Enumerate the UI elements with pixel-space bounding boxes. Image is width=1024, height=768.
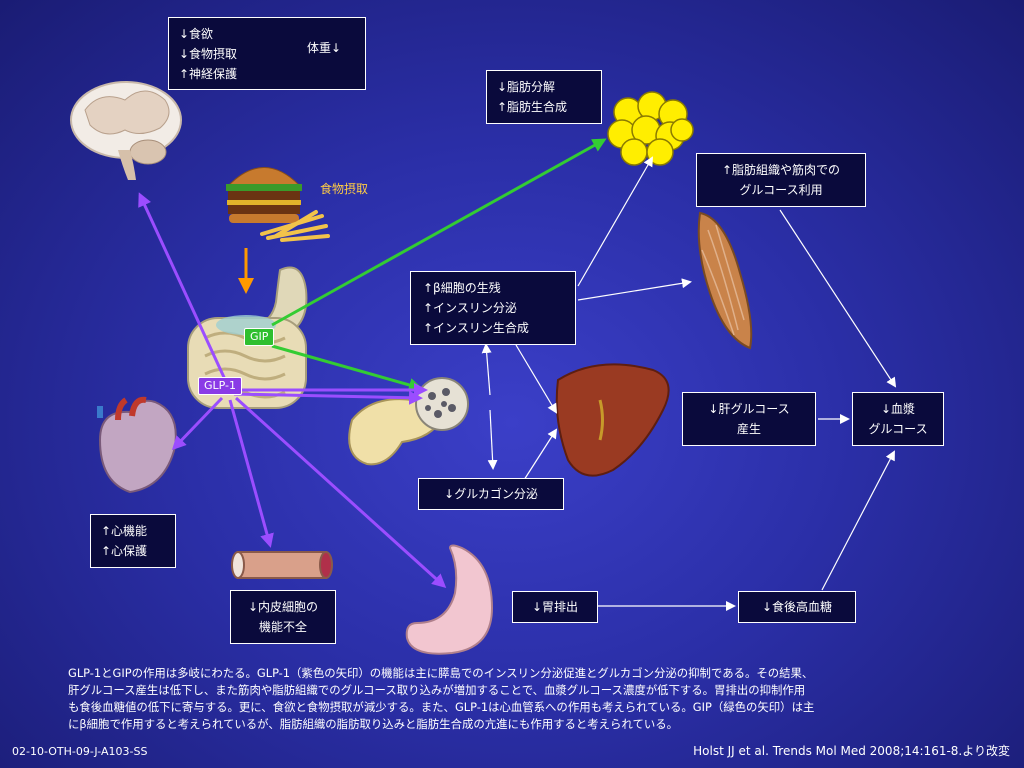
beta-cell-line-2: ↑インスリン分泌 xyxy=(423,301,517,315)
caption-line-3: も食後血糖値の低下に寄与する。更に、食欲と食物摂取が減少する。また、GLP-1は… xyxy=(68,700,815,714)
stomach-illustration xyxy=(405,544,494,655)
gastric-emptying-box: ↓胃排出 xyxy=(512,591,598,623)
cardiac-line-2: ↑心保護 xyxy=(101,544,148,558)
brain-illustration xyxy=(70,81,182,180)
lipolysis-line-1: ↓脂肪分解 xyxy=(497,80,556,94)
glucagon-text: ↓グルカゴン分泌 xyxy=(444,487,538,501)
reference: Holst JJ et al. Trends Mol Med 2008;14:1… xyxy=(693,744,1010,758)
glucagon-box: ↓グルカゴン分泌 xyxy=(418,478,564,510)
hepatic-glucose-box: ↓肝グルコース 産生 xyxy=(682,392,816,446)
caption-line-1: GLP-1とGIPの作用は多岐にわたる。GLP-1（紫色の矢印）の機能は主に膵島… xyxy=(68,666,814,680)
pancreas-illustration xyxy=(348,377,469,466)
appetite-line-1: ↓食欲 xyxy=(179,27,214,41)
caption-line-2: 肝グルコース産生は低下し、また筋肉や脂肪組織でのグルコース取り込みが増加すること… xyxy=(68,683,806,697)
glucose-utilization-box: ↑脂肪組織や筋肉での グルコース利用 xyxy=(696,153,866,207)
beta-cell-line-1: ↑β細胞の生残 xyxy=(423,281,501,295)
blood-vessel-illustration xyxy=(231,551,333,579)
plasma-glucose-box: ↓血漿 グルコース xyxy=(852,392,944,446)
heart-illustration xyxy=(97,396,177,494)
gip-tag: GIP xyxy=(244,328,275,346)
appetite-line-3: ↑神経保護 xyxy=(179,67,238,81)
weight-result: 体重↓ xyxy=(307,41,342,55)
fat-cells-illustration xyxy=(607,91,694,166)
endothelial-line-2: 機能不全 xyxy=(258,620,307,634)
endothelial-line-1: ↓内皮細胞の xyxy=(247,600,319,614)
lipolysis-line-2: ↑脂肪生合成 xyxy=(497,100,568,114)
liver-illustration xyxy=(555,363,670,477)
postprandial-box: ↓食後高血糖 xyxy=(738,591,856,623)
caption: GLP-1とGIPの作用は多岐にわたる。GLP-1（紫色の矢印）の機能は主に膵島… xyxy=(68,665,948,733)
glp1-tag: GLP-1 xyxy=(198,377,243,395)
muscle-illustration xyxy=(697,211,753,350)
cardiac-line-1: ↑心機能 xyxy=(101,524,148,538)
caption-line-4: にβ細胞で作用すると考えられているが、脂肪組織の脂肪取り込みと脂肪生合成の亢進に… xyxy=(68,717,679,731)
endothelial-box: ↓内皮細胞の 機能不全 xyxy=(230,590,336,644)
food-intake-label: 食物摂取 xyxy=(320,182,369,196)
plasma-glucose-line-1: ↓血漿 xyxy=(880,402,916,416)
beta-cell-box: ↑β細胞の生残 ↑インスリン分泌 ↑インスリン生合成 xyxy=(410,271,576,345)
cardiac-box: ↑心機能 ↑心保護 xyxy=(90,514,176,568)
food-illustration xyxy=(226,167,330,242)
postprandial-text: ↓食後高血糖 xyxy=(761,600,833,614)
lipolysis-box: ↓脂肪分解 ↑脂肪生合成 xyxy=(486,70,602,124)
slide-code: 02-10-OTH-09-J-A103-SS xyxy=(12,745,148,758)
gastric-emptying-text: ↓胃排出 xyxy=(531,600,579,614)
beta-cell-line-3: ↑インスリン生合成 xyxy=(423,321,529,335)
glucose-utilization-line-2: グルコース利用 xyxy=(739,183,823,197)
hepatic-glucose-line-2: 産生 xyxy=(736,422,761,436)
hepatic-glucose-line-1: ↓肝グルコース xyxy=(708,402,790,416)
appetite-line-2: ↓食物摂取 xyxy=(179,47,238,61)
glucose-utilization-line-1: ↑脂肪組織や筋肉での xyxy=(721,163,841,177)
appetite-box: ↓食欲 ↓食物摂取 ↑神経保護 体重↓ xyxy=(168,17,366,90)
plasma-glucose-line-2: グルコース xyxy=(868,422,928,436)
